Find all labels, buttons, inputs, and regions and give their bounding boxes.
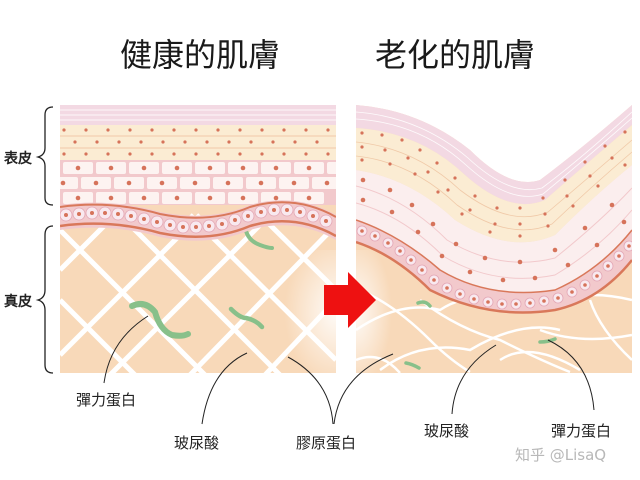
healthy-skin-title: 健康的肌膚 [120, 36, 281, 74]
stratum-granulosum [60, 125, 336, 160]
label-elastin-right: 彈力蛋白 [551, 422, 612, 440]
aged-nuclei [360, 130, 627, 283]
basal-upper-border [60, 201, 336, 219]
stratum-spinosum-aged [356, 165, 632, 293]
basal-lower-border [60, 220, 336, 238]
healthy-skin-panel [60, 105, 336, 373]
aged-skin-panel [356, 105, 632, 373]
dermis-label: 真皮 [4, 294, 32, 310]
watermark: 知乎 @LisaQ [515, 446, 607, 464]
leader-lines [103, 315, 595, 425]
label-hyaluronic-right: 玻尿酸 [424, 422, 470, 440]
dermis-brace [35, 225, 54, 374]
spinous-nuclei [60, 165, 330, 201]
basal-layer-aged [356, 220, 632, 313]
aged-skin-title: 老化的肌膚 [375, 36, 536, 74]
arrow-icon [324, 272, 376, 328]
epidermis-label: 表皮 [4, 151, 32, 167]
label-elastin-left: 彈力蛋白 [76, 391, 137, 409]
granular-nuclei [62, 128, 330, 156]
stratum-granulosum-aged [356, 125, 632, 243]
label-collagen: 膠原蛋白 [296, 434, 357, 452]
epidermis-brace [35, 106, 54, 206]
label-hyaluronic-left: 玻尿酸 [174, 434, 220, 452]
